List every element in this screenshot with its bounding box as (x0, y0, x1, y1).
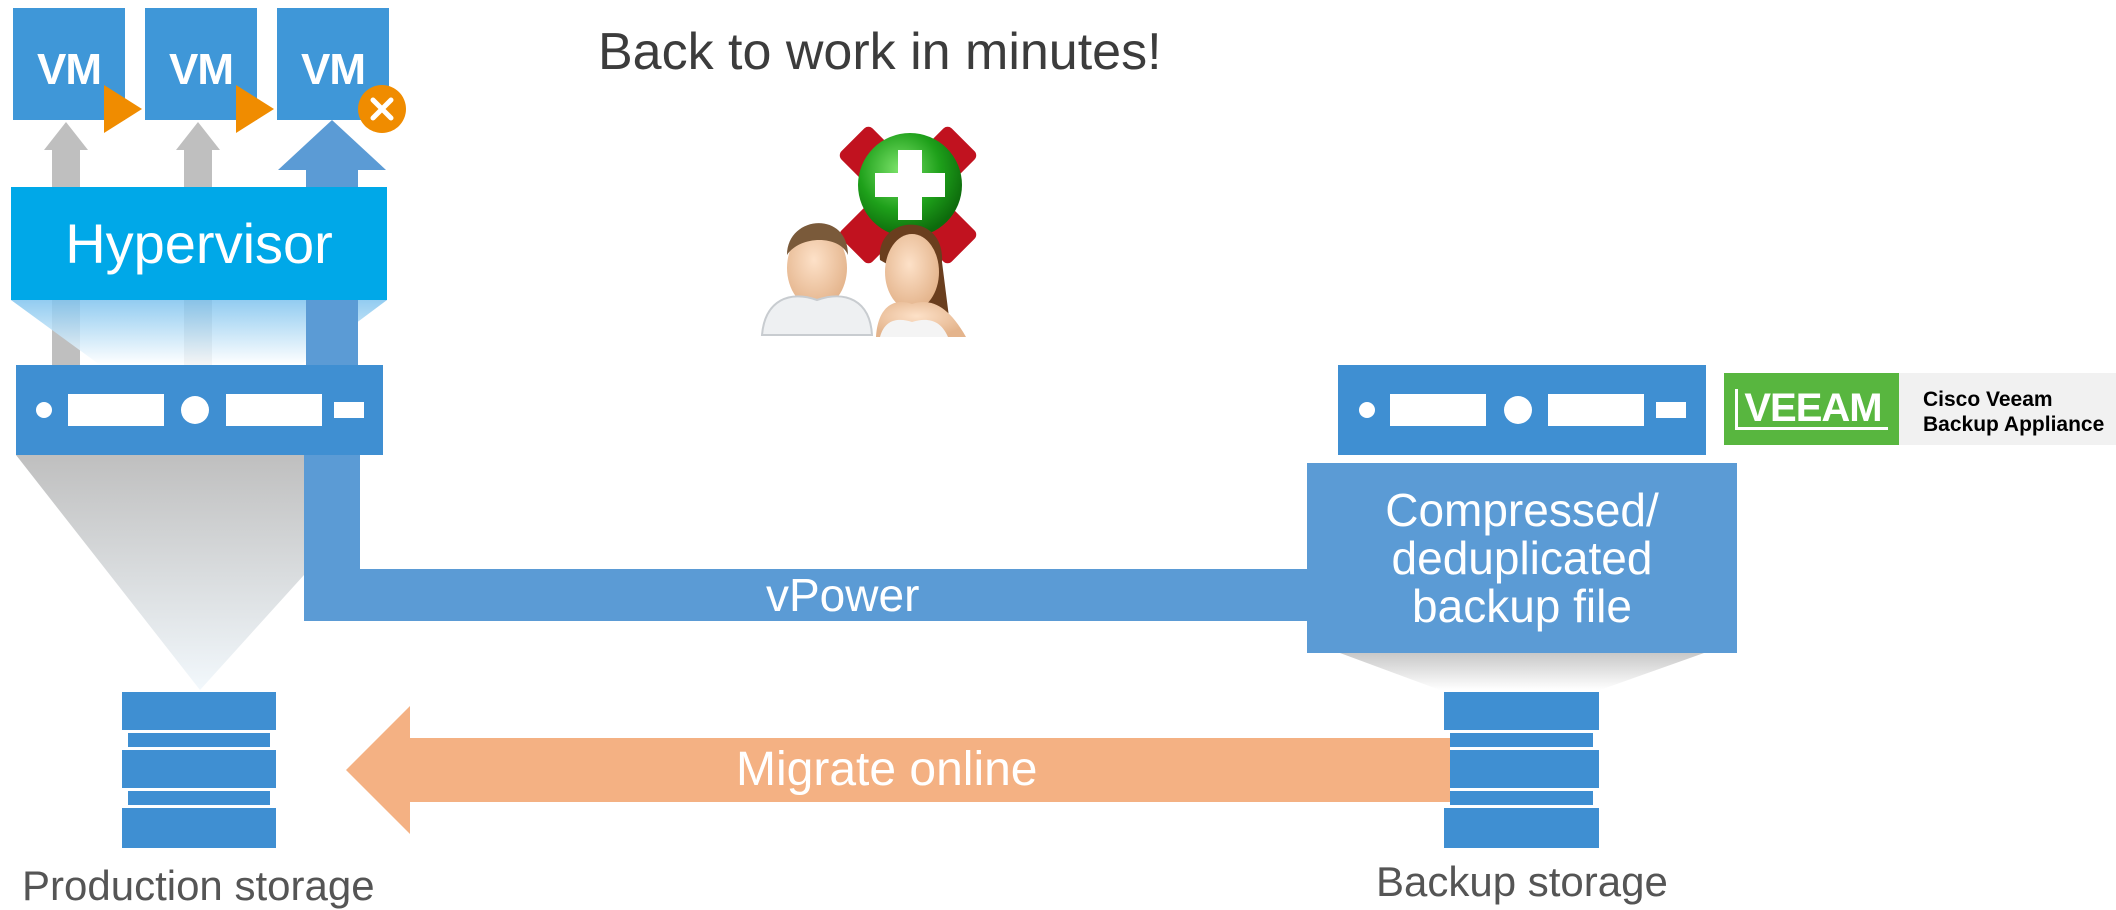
backup-server (1338, 365, 1706, 455)
backup-storage-label: Backup storage (1376, 858, 1668, 905)
production-storage-icon (122, 692, 276, 848)
production-server (16, 365, 383, 455)
migrate-label: Migrate online (736, 743, 1038, 796)
backup-funnel (1340, 653, 1704, 690)
appliance-label: Cisco Veeam Backup Appliance (1899, 373, 2116, 445)
vm-up-arrow-gray (44, 122, 220, 190)
backup-file-block: Compressed/ deduplicated backup file (1307, 463, 1737, 653)
vpower-path-vertical (306, 300, 358, 365)
migrate-arrow (346, 706, 1450, 834)
production-storage-label: Production storage (22, 862, 375, 909)
vpower-path (304, 569, 1314, 621)
page-title: Back to work in minutes! (598, 23, 1162, 81)
hypervisor-block: Hypervisor (11, 187, 387, 300)
production-funnel (16, 455, 304, 690)
play-icon (104, 85, 142, 133)
close-icon (358, 85, 406, 133)
vpower-label: vPower (766, 569, 920, 621)
vm-up-arrow-blue (278, 120, 386, 190)
veeam-logo: VEEAM (1724, 373, 1899, 445)
play-icon (236, 85, 274, 133)
users-rescue-icon (760, 126, 977, 337)
hypervisor-glow (11, 300, 387, 365)
backup-storage-icon (1444, 692, 1599, 848)
